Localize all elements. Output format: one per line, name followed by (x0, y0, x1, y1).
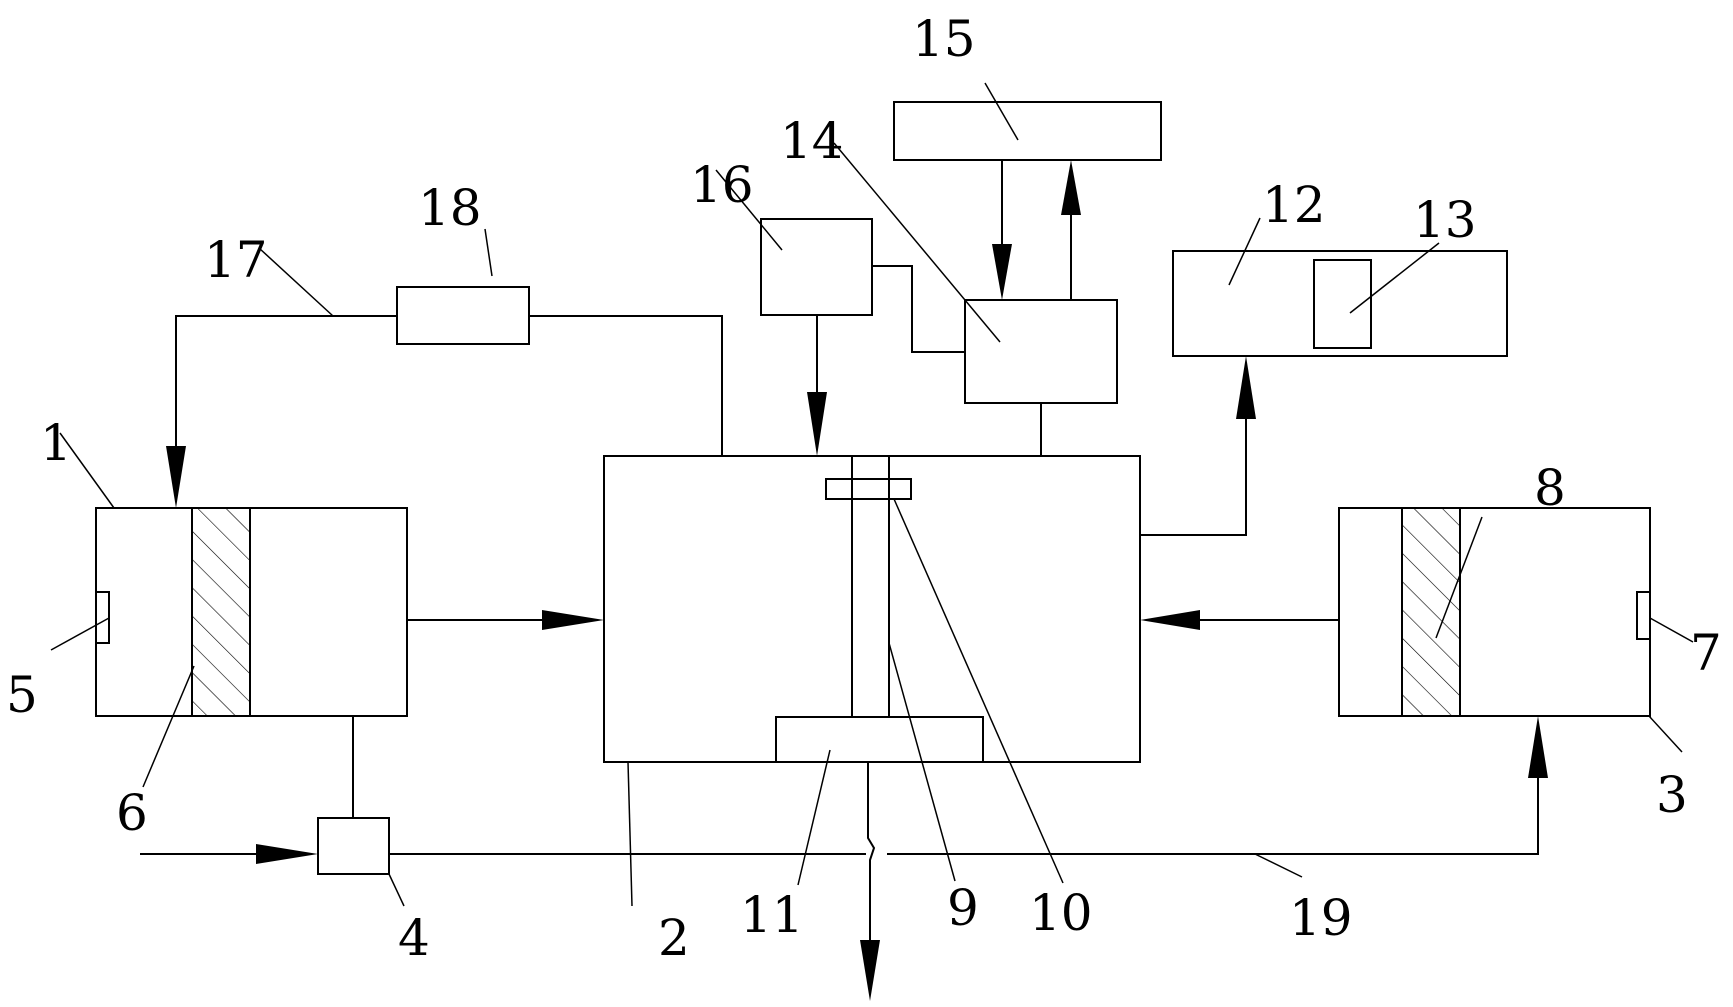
label-5: 5 (6, 666, 38, 724)
label-6: 6 (116, 784, 148, 842)
label-13: 13 (1413, 191, 1477, 249)
left-filter-layer (191, 507, 251, 717)
label-11: 11 (740, 886, 804, 944)
right-unit-3 (1338, 507, 1651, 717)
box-18 (396, 286, 530, 345)
label-3: 3 (1656, 766, 1688, 824)
box-14 (964, 299, 1118, 404)
box-12 (1172, 250, 1508, 357)
label-15: 15 (912, 10, 976, 68)
label-9: 9 (947, 879, 979, 937)
valve-4 (317, 817, 390, 875)
collar-10 (825, 478, 912, 500)
label-18: 18 (418, 179, 482, 237)
label-14: 14 (780, 112, 844, 170)
label-1: 1 (40, 414, 72, 472)
reference-labels: 1 2 3 4 5 6 7 8 9 10 11 12 13 14 15 16 1… (6, 10, 1722, 967)
arrowheads (166, 160, 1548, 1001)
box-13 (1313, 259, 1372, 349)
label-8: 8 (1534, 459, 1566, 517)
label-16: 16 (690, 156, 754, 214)
label-17: 17 (204, 231, 268, 289)
label-7: 7 (1690, 624, 1722, 682)
label-2: 2 (658, 909, 690, 967)
right-port-7 (1636, 591, 1651, 640)
right-filter-layer (1401, 507, 1461, 717)
base-plate-11 (775, 716, 984, 763)
box-15 (893, 101, 1162, 161)
left-port-5 (95, 591, 110, 644)
center-unit-2 (603, 455, 1141, 763)
label-12: 12 (1262, 176, 1326, 234)
leader-lines (50, 82, 1694, 907)
connection-lines (140, 160, 1539, 942)
label-10: 10 (1029, 884, 1093, 942)
box-16 (760, 218, 873, 316)
label-4: 4 (398, 909, 430, 967)
label-19: 19 (1289, 889, 1353, 947)
left-unit-1 (95, 507, 408, 717)
